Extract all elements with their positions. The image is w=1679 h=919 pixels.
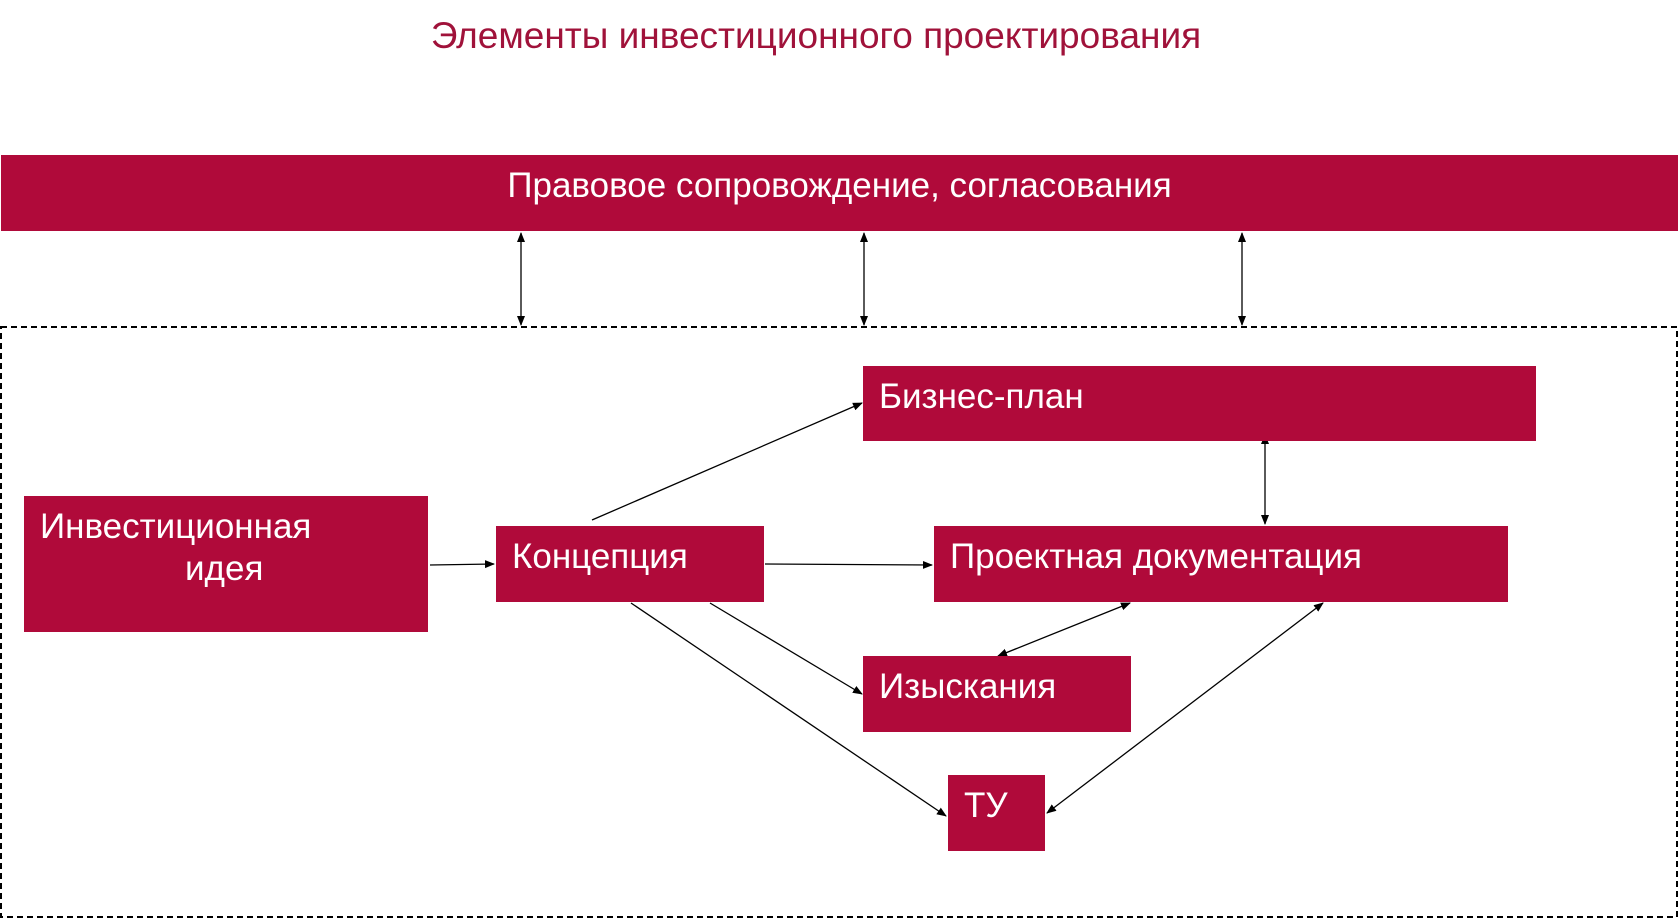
project-documentation-label: Проектная документация [950, 537, 1362, 576]
diagram-title: Элементы инвестиционного проектирования [430, 15, 1202, 56]
project-documentation-box: Проектная документация [934, 526, 1508, 602]
concept-label: Концепция [512, 537, 688, 576]
business-plan-box: Бизнес-план [863, 366, 1536, 441]
project-group-frame [0, 326, 1678, 918]
legal-support-box: Правовое сопровождение, согласования [1, 155, 1678, 231]
investment-idea-label-line2: идея [185, 549, 264, 588]
surveys-box: Изыскания [863, 656, 1131, 732]
edge-concept-tu [630, 602, 947, 817]
concept-box: Концепция [496, 526, 764, 602]
edge-concept-surveys [709, 602, 863, 695]
edge-project-docs-tu [1046, 602, 1324, 814]
tu-label: ТУ [964, 786, 1008, 825]
edge-concept-business-plan [591, 402, 863, 521]
surveys-label: Изыскания [879, 667, 1057, 706]
edge-idea-concept [429, 560, 495, 569]
edge-concept-project-docs [764, 560, 933, 569]
dashed-border [0, 326, 1678, 918]
business-plan-label: Бизнес-план [879, 377, 1084, 416]
legal-support-label: Правовое сопровождение, согласования [507, 166, 1172, 205]
investment-idea-label-line1: Инвестиционная [40, 507, 312, 546]
investment-idea-box: Инвестиционная идея [24, 496, 428, 632]
edge-project-docs-surveys [997, 602, 1131, 657]
tu-box: ТУ [948, 775, 1045, 851]
